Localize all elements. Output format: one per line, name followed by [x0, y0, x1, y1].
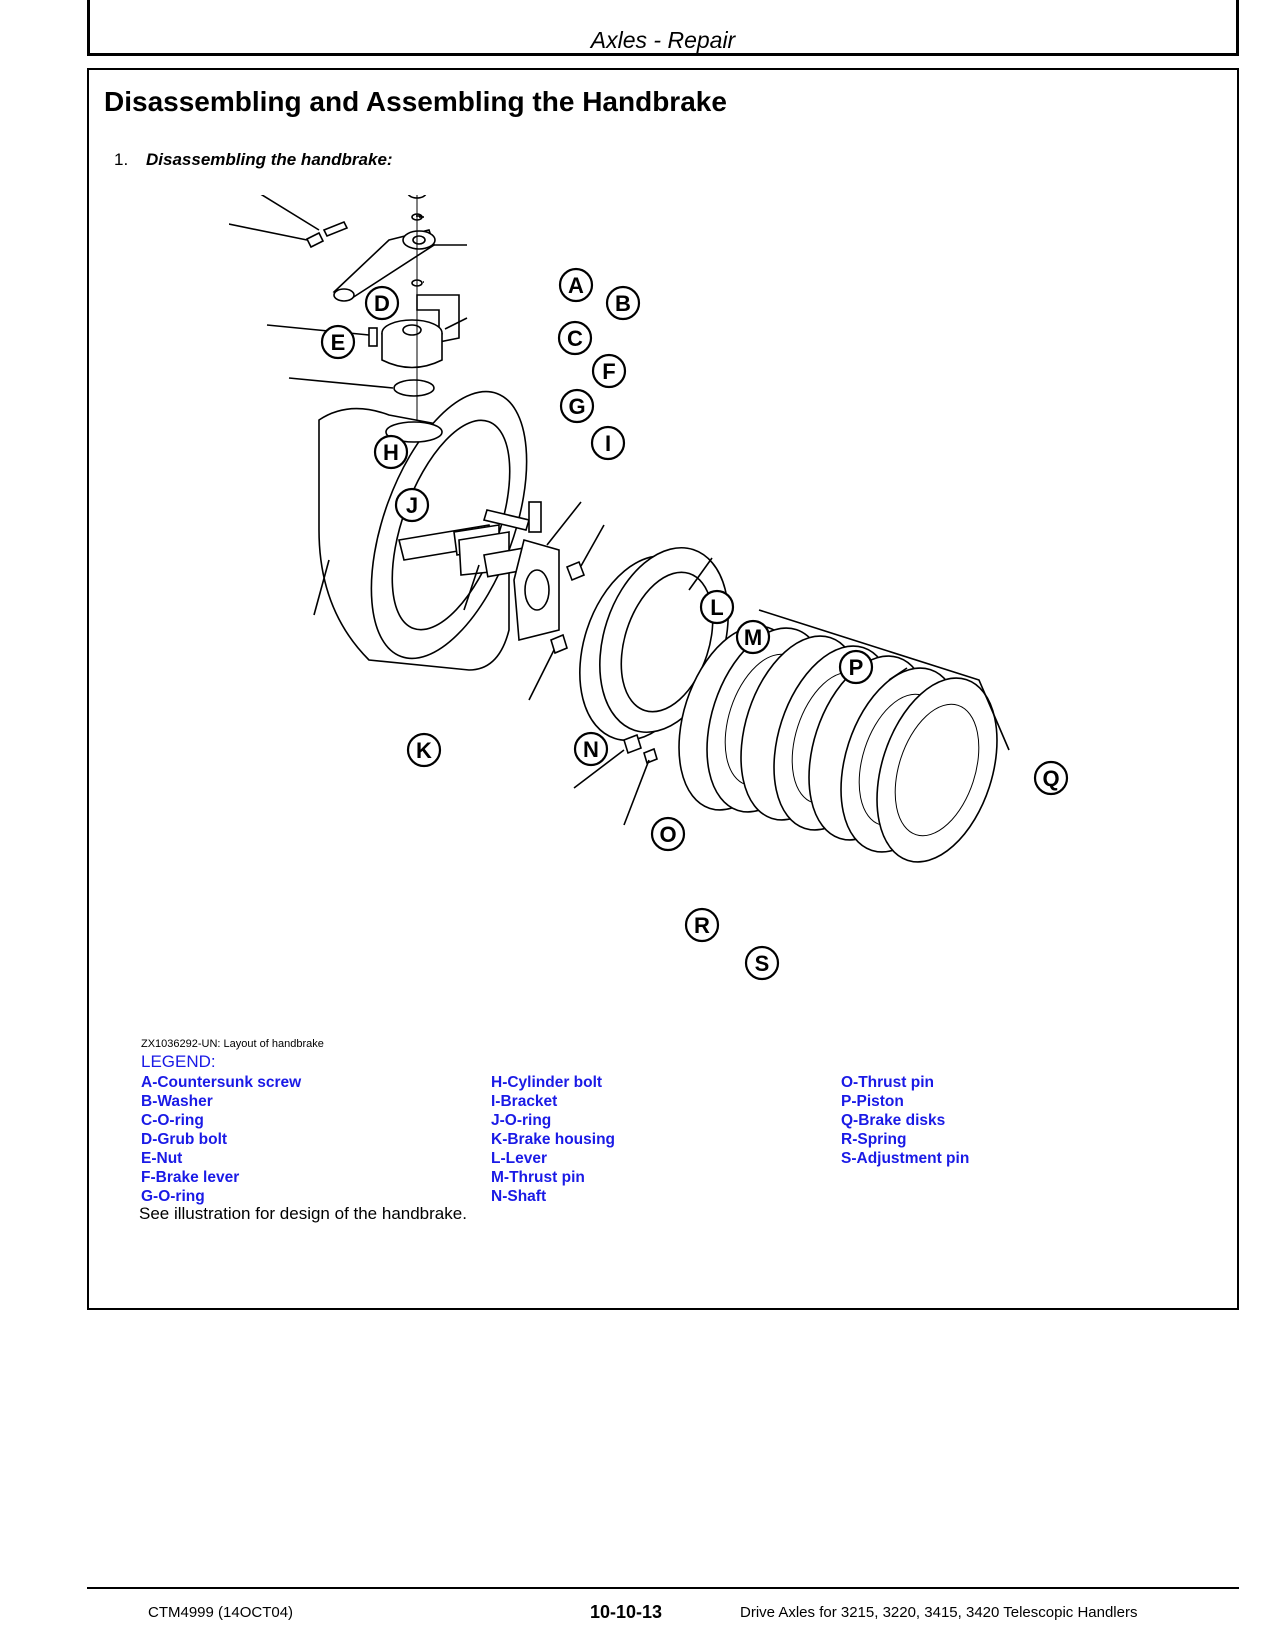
spring-r-part: [623, 733, 658, 765]
callout-a: A: [558, 267, 594, 303]
callout-o: O: [650, 816, 686, 852]
callout-i: I: [590, 425, 626, 461]
callouts: A B C D E F G H I J K L M N O P Q R S: [320, 267, 1069, 981]
callout-f: F: [591, 353, 627, 389]
legend-item: B-Washer: [141, 1093, 213, 1110]
legend-column-3: O-Thrust pin P-Piston Q-Brake disks R-Sp…: [841, 1073, 969, 1168]
svg-text:K: K: [416, 738, 432, 763]
procedure-section: Disassembling and Assembling the Handbra…: [87, 68, 1239, 1310]
legend-item: F-Brake lever: [141, 1169, 240, 1186]
legend-item: O-Thrust pin: [841, 1074, 934, 1091]
legend-item: J-O-ring: [491, 1112, 552, 1129]
brake-disks-bracket-line: [758, 609, 1010, 751]
callout-c: C: [557, 320, 593, 356]
svg-text:R: R: [694, 913, 710, 938]
header-title: Axles - Repair: [590, 27, 736, 53]
callout-d: D: [364, 285, 400, 321]
legend-column-2: H-Cylinder bolt I-Bracket J-O-ring K-Bra…: [491, 1073, 615, 1206]
svg-text:N: N: [583, 737, 599, 762]
callout-p: P: [838, 649, 874, 685]
legend-item: M-Thrust pin: [491, 1169, 585, 1186]
callout-m: M: [735, 619, 771, 655]
svg-text:D: D: [374, 291, 390, 316]
svg-text:L: L: [710, 595, 723, 620]
svg-text:G: G: [568, 394, 585, 419]
step-text: Disassembling the handbrake:: [146, 150, 393, 169]
legend-item: K-Brake housing: [491, 1131, 616, 1148]
spring-part: [482, 509, 531, 531]
callout-n: N: [573, 731, 609, 767]
footer-doc-title: Drive Axles for 3215, 3220, 3415, 3420 T…: [740, 1604, 1138, 1621]
step-number: 1.: [114, 150, 129, 169]
legend-item: G-O-ring: [141, 1188, 205, 1205]
thrust-pin-o-part: [550, 633, 568, 655]
o-ring-j-part: [393, 379, 435, 397]
footer-divider: [87, 1587, 1239, 1589]
leader-lines: [229, 195, 908, 826]
callout-s: S: [744, 945, 780, 981]
legend-item: A-Countersunk screw: [141, 1074, 302, 1091]
bracket-part: [368, 294, 460, 369]
lever-part: [513, 501, 560, 642]
handbrake-exploded-diagram: A B C D E F G H I J K L M N O P Q R S: [229, 195, 1069, 981]
legend-item: R-Spring: [841, 1131, 907, 1148]
svg-text:J: J: [406, 493, 418, 518]
footer-doc-id: CTM4999 (14OCT04): [148, 1604, 294, 1621]
callout-r: R: [684, 907, 720, 943]
thrust-pin-m-part: [565, 560, 586, 582]
legend-item: H-Cylinder bolt: [491, 1074, 603, 1091]
svg-text:O: O: [659, 822, 676, 847]
svg-text:I: I: [605, 431, 611, 456]
callout-g: G: [559, 388, 595, 424]
callout-h: H: [373, 434, 409, 470]
footer-page-number: 10-10-13: [590, 1602, 663, 1622]
svg-text:E: E: [331, 330, 346, 355]
legend-item: L-Lever: [491, 1150, 547, 1167]
legend-item: I-Bracket: [491, 1093, 558, 1110]
legend-title: LEGEND:: [141, 1052, 216, 1071]
legend-column-1: A-Countersunk screw B-Washer C-O-ring D-…: [141, 1073, 301, 1206]
legend-item: Q-Brake disks: [841, 1112, 946, 1129]
svg-text:Q: Q: [1042, 766, 1059, 791]
legend-item: P-Piston: [841, 1093, 904, 1110]
legend-item: E-Nut: [141, 1150, 183, 1167]
legend-item: N-Shaft: [491, 1188, 547, 1205]
svg-text:F: F: [602, 359, 615, 384]
svg-text:S: S: [755, 951, 770, 976]
legend-item: D-Grub bolt: [141, 1131, 228, 1148]
brake-lever-part: [332, 229, 436, 302]
callout-k: K: [406, 732, 442, 768]
brake-disks-part: [678, 625, 998, 863]
legend-item: S-Adjustment pin: [841, 1150, 970, 1167]
svg-text:C: C: [567, 326, 583, 351]
step-1: 1. Disassembling the handbrake:: [114, 150, 393, 170]
callout-j: J: [394, 487, 430, 523]
svg-text:A: A: [568, 273, 584, 298]
svg-text:H: H: [383, 440, 399, 465]
section-title: Disassembling and Assembling the Handbra…: [104, 86, 727, 117]
callout-b: B: [605, 285, 641, 321]
callout-l: L: [699, 589, 735, 625]
note-text: See illustration for design of the handb…: [139, 1204, 467, 1223]
page-header: Axles - Repair: [87, 0, 1239, 56]
svg-text:P: P: [849, 655, 864, 680]
grub-bolt-and-nut-part: [305, 220, 349, 249]
legend-item: C-O-ring: [141, 1112, 204, 1129]
callout-e: E: [320, 324, 356, 360]
svg-text:M: M: [744, 625, 762, 650]
callout-q: Q: [1033, 760, 1069, 796]
brake-housing-part: [318, 390, 528, 671]
svg-text:B: B: [615, 291, 631, 316]
figure-caption: ZX1036292-UN: Layout of handbrake: [141, 1038, 324, 1050]
